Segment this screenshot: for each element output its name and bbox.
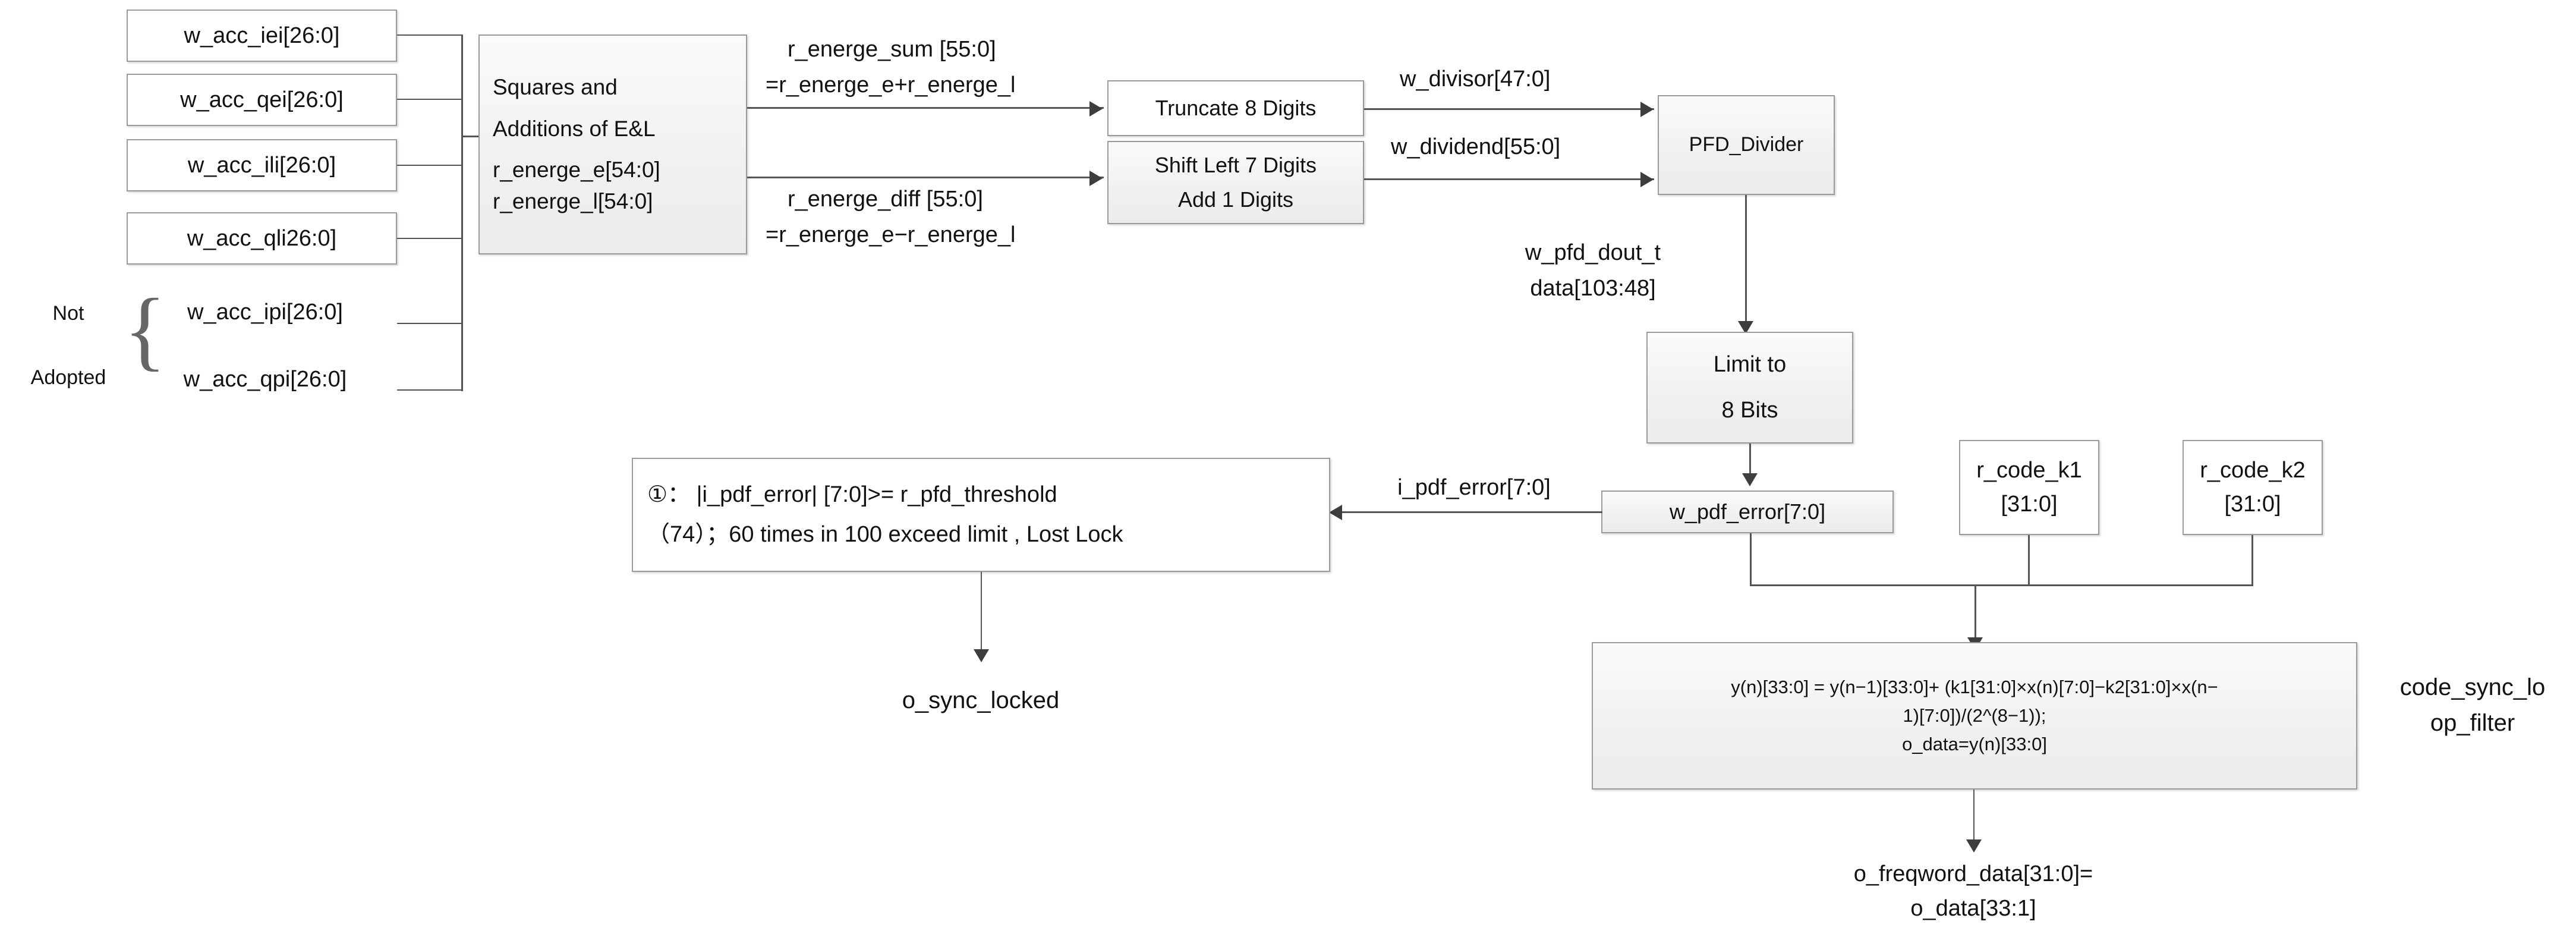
- block-line: Additions of E&L: [493, 116, 656, 141]
- block-line: PFD_Divider: [1689, 133, 1804, 156]
- equation-line: o_data=y(n)[33:0]: [1902, 733, 2047, 754]
- block-pfd-divider[interactable]: PFD_Divider: [1658, 95, 1835, 195]
- wire-divider-to-limit: [1745, 195, 1747, 327]
- wire-qli-stub: [397, 238, 462, 239]
- wire-squares-to-shift: [747, 177, 1104, 178]
- block-line: [31:0]: [2224, 492, 2281, 517]
- signal-energe-sum-line1: r_energe_sum [55:0]: [788, 37, 996, 62]
- input-label: w_acc_iei[26:0]: [184, 23, 340, 48]
- input-label: w_acc_qli26:0]: [187, 225, 337, 251]
- block-note-threshold[interactable]: ①： |i_pdf_error| [7:0]>= r_pfd_threshold…: [632, 458, 1330, 572]
- block-truncate-8-digits[interactable]: Truncate 8 Digits: [1107, 80, 1364, 136]
- arrowhead-into-pdf-error: [1742, 473, 1758, 486]
- equation-line: 1)[7:0])/(2^(8−1));: [1903, 705, 2046, 727]
- block-r-code-k2[interactable]: r_code_k2 [31:0]: [2183, 440, 2323, 535]
- block-line: Truncate 8 Digits: [1155, 95, 1317, 120]
- block-line: r_code_k2: [2200, 458, 2306, 483]
- input-box-w-acc-ili[interactable]: w_acc_ili[26:0]: [127, 139, 397, 191]
- not-adopted-caption-line2: Adopted: [30, 366, 106, 389]
- wire-input-bus-vertical: [461, 34, 463, 391]
- not-adopted-caption-line1: Not: [52, 302, 84, 325]
- block-line: r_code_k1: [1976, 458, 2082, 483]
- wire-ili-stub: [397, 165, 462, 166]
- arrowhead-into-shift: [1089, 171, 1103, 186]
- wire-shift-to-divider: [1364, 178, 1654, 180]
- signal-o-freqword-line1: o_freqword_data[31:0]=: [1853, 861, 2093, 886]
- block-limit-to-8-bits[interactable]: Limit to 8 Bits: [1646, 332, 1853, 444]
- signal-o-freqword-line2: o_data[33:1]: [1910, 896, 2036, 921]
- arrowhead-into-limit: [1738, 321, 1753, 334]
- wire-k2-down: [2251, 535, 2253, 586]
- block-line: r_energe_l[54:0]: [493, 189, 653, 214]
- input-label-w-acc-ipi: w_acc_ipi[26:0]: [187, 300, 343, 325]
- signal-w-divisor: w_divisor[47:0]: [1400, 67, 1551, 92]
- wire-iei-stub: [397, 34, 462, 36]
- wire-k1-down: [2028, 535, 2030, 586]
- wire-qei-stub: [397, 99, 462, 100]
- block-line: Add 1 Digits: [1177, 187, 1294, 212]
- block-line: r_energe_e[54:0]: [493, 158, 660, 182]
- wire-pdf-error-down: [1750, 533, 1752, 586]
- input-box-w-acc-iei[interactable]: w_acc_iei[26:0]: [127, 10, 397, 62]
- block-squares-and-additions[interactable]: Squares and Additions of E&L r_energe_e[…: [478, 34, 747, 254]
- block-r-code-k1[interactable]: r_code_k1 [31:0]: [1959, 440, 2099, 535]
- note-line-2: （74）；60 times in 100 exceed limit , Lost…: [647, 522, 1123, 547]
- curly-brace-icon: {: [124, 281, 166, 379]
- block-line: Limit to: [1713, 352, 1787, 378]
- input-label: w_acc_ili[26:0]: [187, 152, 336, 178]
- module-name-label-line1: code_sync_lo: [2399, 674, 2546, 700]
- signal-energe-sum-line2: =r_energe_e+r_energe_l: [766, 73, 1016, 98]
- arrowhead-sync-locked: [974, 649, 989, 662]
- signal-w-dividend: w_dividend[55:0]: [1391, 134, 1561, 159]
- wire-qpi-stub: [397, 389, 462, 391]
- arrowhead-output: [1966, 839, 1982, 853]
- wire-squares-to-truncate: [747, 107, 1104, 109]
- arrowhead-divider-dividend: [1640, 172, 1654, 187]
- wire-merge-to-filter: [1974, 584, 1976, 644]
- block-line: Shift Left 7 Digits: [1154, 152, 1317, 177]
- signal-energe-diff-line1: r_energe_diff [55:0]: [788, 187, 983, 212]
- block-line: 8 Bits: [1721, 398, 1778, 423]
- input-label-w-acc-qpi: w_acc_qpi[26:0]: [183, 367, 347, 392]
- input-box-w-acc-qli[interactable]: w_acc_qli26:0]: [127, 212, 397, 265]
- wire-merge-horizontal: [1750, 584, 2253, 586]
- signal-pfd-dout-line1: w_pfd_dout_t: [1525, 240, 1661, 265]
- block-line: [31:0]: [2001, 492, 2058, 517]
- input-box-w-acc-qei[interactable]: w_acc_qei[26:0]: [127, 74, 397, 126]
- wire-limit-to-pdf-error: [1749, 444, 1751, 479]
- block-line: Squares and: [493, 75, 618, 100]
- input-label: w_acc_qei[26:0]: [180, 87, 344, 112]
- signal-i-pdf-error: i_pdf_error[7:0]: [1397, 475, 1551, 500]
- arrowhead-into-truncate: [1089, 101, 1103, 117]
- module-name-label-line2: op_filter: [2430, 710, 2515, 736]
- arrowhead-into-note: [1329, 505, 1342, 520]
- block-line: w_pdf_error[7:0]: [1669, 499, 1826, 524]
- block-loop-filter-equation[interactable]: y(n)[33:0] = y(n−1)[33:0]+ (k1[31:0]×x(n…: [1592, 642, 2357, 790]
- block-shift-left-7-digits[interactable]: Shift Left 7 Digits Add 1 Digits: [1107, 141, 1364, 224]
- arrowhead-divider-divisor: [1640, 102, 1654, 117]
- wire-pdf-error-to-note: [1342, 511, 1602, 513]
- note-line-1: ①： |i_pdf_error| [7:0]>= r_pfd_threshold: [647, 482, 1057, 508]
- wire-filter-to-output: [1973, 790, 1974, 849]
- equation-line: y(n)[33:0] = y(n−1)[33:0]+ (k1[31:0]×x(n…: [1731, 677, 2218, 698]
- signal-energe-diff-line2: =r_energe_e−r_energe_l: [766, 222, 1016, 247]
- signal-o-sync-locked: o_sync_locked: [902, 687, 1060, 713]
- signal-pfd-dout-line2: data[103:48]: [1530, 276, 1656, 301]
- block-w-pdf-error[interactable]: w_pdf_error[7:0]: [1601, 490, 1894, 533]
- wire-note-to-sync-locked: [981, 572, 982, 655]
- wire-truncate-to-divider: [1364, 108, 1654, 110]
- wire-ipi-stub: [397, 323, 462, 324]
